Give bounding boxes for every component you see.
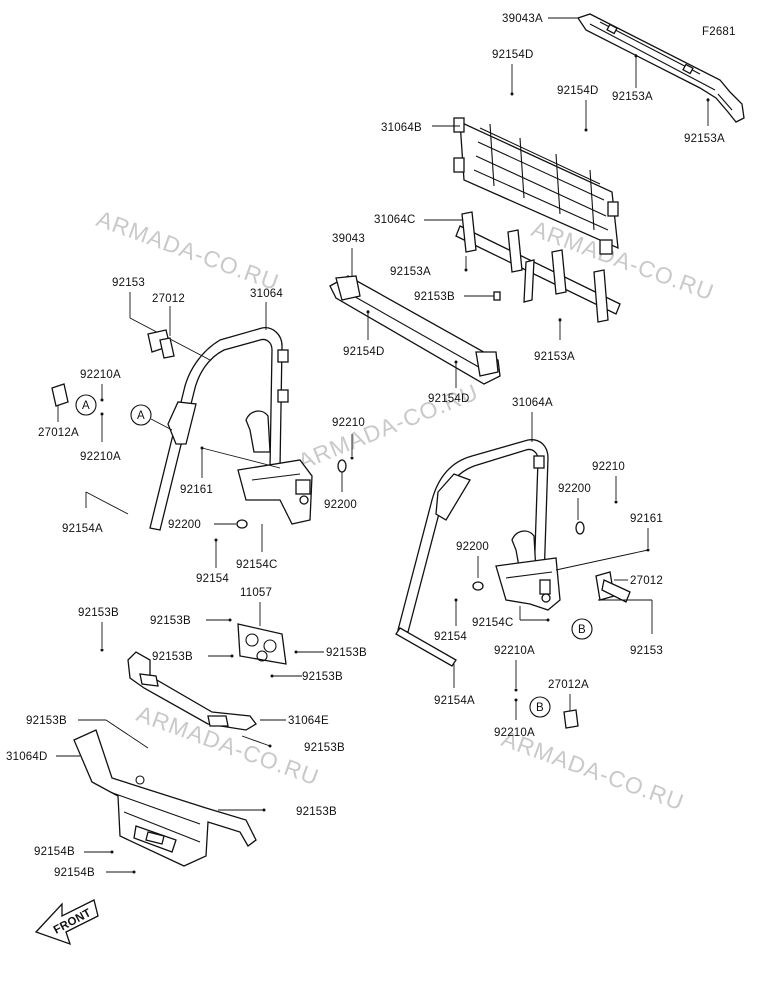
part-label: 11057 <box>240 587 272 599</box>
front-arrow-icon: FRONT <box>34 899 99 946</box>
part-label: 92153B <box>302 671 343 683</box>
part-label: 92210A <box>494 645 535 657</box>
part-label: 92161 <box>180 484 213 496</box>
part-27012a-clamp <box>51 383 69 407</box>
part-92200-washer <box>575 521 585 535</box>
part-31064b-rear-guard <box>453 117 619 255</box>
part-label: 92200 <box>558 483 591 495</box>
part-label: 92210A <box>494 727 535 739</box>
part-label: 92154C <box>236 559 277 571</box>
part-label: 92153B <box>78 607 119 619</box>
callout-label: A <box>137 410 145 422</box>
part-11057-plate <box>237 623 287 665</box>
callout-label: B <box>536 702 544 714</box>
part-label: 92153B <box>326 647 367 659</box>
part-label: 27012 <box>152 293 185 305</box>
part-27012a-clamp <box>563 709 579 729</box>
part-label: 92154C <box>472 617 513 629</box>
figure-code: F2681 <box>702 26 736 38</box>
part-label: 92210 <box>332 417 365 429</box>
part-label: 92154A <box>434 695 475 707</box>
part-label: 31064B <box>381 122 422 134</box>
part-label: 92200 <box>168 519 201 531</box>
part-27012-clamp <box>147 329 175 359</box>
part-label: 92153B <box>152 651 193 663</box>
part-label: 92153B <box>26 715 67 727</box>
part-label: 92153B <box>414 291 455 303</box>
part-label: 39043A <box>502 13 543 25</box>
part-label: 92210 <box>592 461 625 473</box>
part-label: 92153A <box>390 266 431 278</box>
part-label: 92153A <box>684 133 725 145</box>
part-label: 27012A <box>38 427 79 439</box>
part-label: 92154D <box>343 346 384 358</box>
part-31064e-bar <box>127 651 257 731</box>
part-label: 92154A <box>62 523 103 535</box>
part-label: 92210A <box>80 451 121 463</box>
part-label: 92161 <box>630 513 663 525</box>
part-31064-left-rops <box>149 327 313 531</box>
part-92200-washer <box>236 519 248 529</box>
callout-a-circle <box>130 404 152 426</box>
part-label: 92153B <box>296 806 337 818</box>
part-label: 31064 <box>250 288 283 300</box>
callout-label: B <box>578 624 586 636</box>
part-label: 92154B <box>34 846 75 858</box>
part-31064a-right-rops <box>395 439 561 667</box>
part-label: 92153 <box>112 277 145 289</box>
part-label: 92154B <box>54 867 95 879</box>
part-label: 92200 <box>456 541 489 553</box>
part-label: 92210A <box>80 369 121 381</box>
part-27012-clamp-right <box>595 571 631 603</box>
part-31064c-bracket <box>455 211 621 323</box>
part-label: 27012 <box>630 575 663 587</box>
callout-a-circle <box>75 394 97 416</box>
part-label: 31064C <box>374 214 415 226</box>
part-label: 92153B <box>150 615 191 627</box>
part-label: 92200 <box>324 499 357 511</box>
part-label: 92153A <box>534 351 575 363</box>
part-label: 27012A <box>548 679 589 691</box>
watermarks: ARMADA-CO.RU ARMADA-CO.RU ARMADA-CO.RU A… <box>93 205 717 815</box>
callout-b-circle <box>571 618 593 640</box>
part-label: 92153B <box>304 742 345 754</box>
part-92200-washer <box>337 459 347 473</box>
part-label: 92153A <box>612 91 653 103</box>
part-label: 92154 <box>434 631 467 643</box>
part-label: 92154 <box>196 573 229 585</box>
part-label: 39043 <box>332 233 365 245</box>
part-label: 92154D <box>557 85 598 97</box>
part-31064d-bumper <box>73 729 257 867</box>
part-39043-crossbar <box>329 275 501 385</box>
callout-label: A <box>82 400 90 412</box>
part-label: 92153 <box>630 645 663 657</box>
callout-b-circle <box>529 696 551 718</box>
part-label: 31064A <box>512 397 553 409</box>
part-label: 92154D <box>492 49 533 61</box>
part-label: 31064E <box>288 715 329 727</box>
part-92200-washer <box>472 581 484 591</box>
part-39043a-brace <box>576 13 745 123</box>
part-label: 31064D <box>6 751 47 763</box>
part-label: 92154D <box>428 393 469 405</box>
